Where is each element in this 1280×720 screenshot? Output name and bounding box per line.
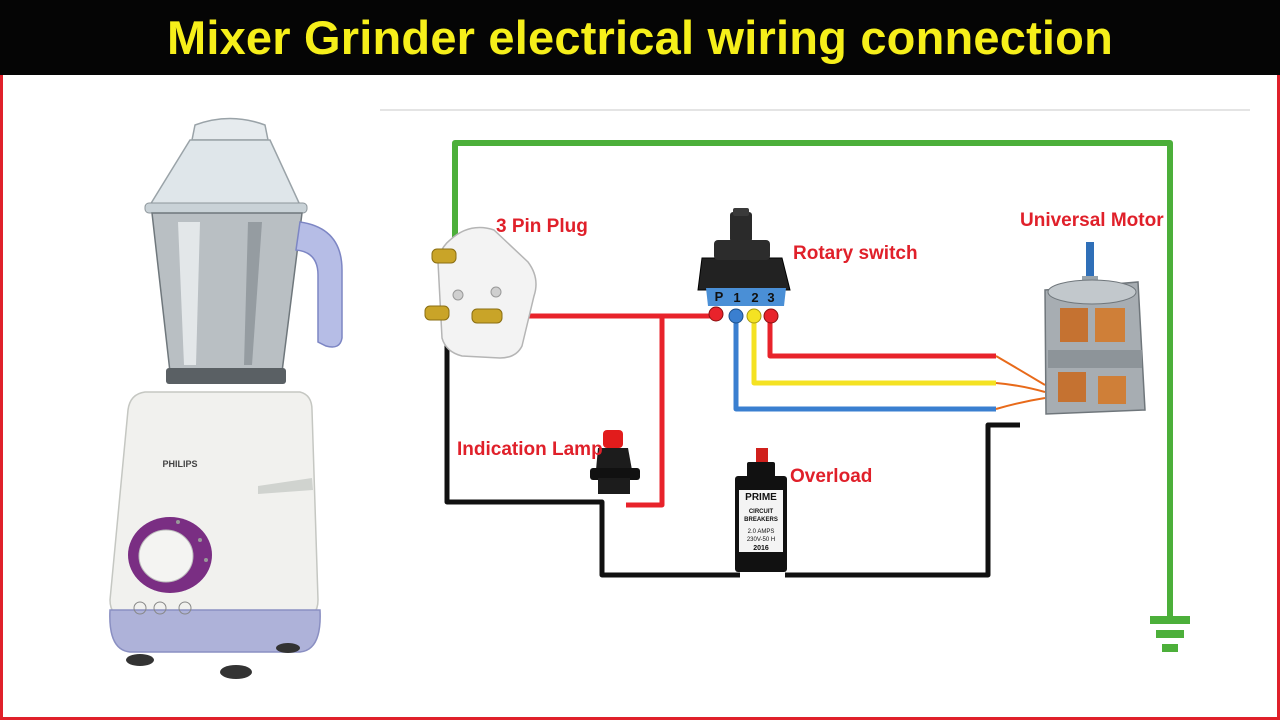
- breaker-brand: PRIME: [745, 492, 777, 503]
- speed-knob: [128, 517, 212, 593]
- switch-terminal-3: 3: [767, 290, 774, 305]
- indication-lamp: [590, 430, 640, 494]
- breaker-line2: BREAKERS: [744, 517, 778, 523]
- universal-motor: [1044, 242, 1146, 415]
- switch-terminal-1: 1: [733, 290, 740, 305]
- ground-symbol: [1150, 616, 1190, 652]
- title-bar: Mixer Grinder electrical wiring connecti…: [0, 0, 1280, 75]
- plug-label: 3 Pin Plug: [496, 216, 588, 237]
- switch2-wire: [751, 316, 996, 386]
- overload-breaker: PRIME CIRCUIT BREAKERS 2.0 AMPS 230V-50 …: [735, 448, 787, 572]
- breaker-voltage: 230V-50 H: [747, 537, 775, 543]
- lamp-label: Indication Lamp: [457, 439, 603, 460]
- mixer-grinder-illustration: PHILIPS: [109, 117, 343, 679]
- breaker-year: 2016: [753, 545, 769, 552]
- overload-label: Overload: [790, 466, 872, 487]
- neutral-wire: [444, 322, 740, 578]
- motor-return-wire: [785, 422, 1020, 578]
- switch3-wire: [767, 316, 996, 359]
- breaker-rating: 2.0 AMPS: [748, 529, 775, 535]
- rotary-switch: P 1 2 3: [697, 208, 791, 324]
- breaker-line1: CIRCUIT: [749, 509, 774, 515]
- three-pin-plug: [424, 226, 537, 359]
- wires: [444, 140, 1173, 618]
- switch-terminal-2: 2: [751, 290, 758, 305]
- earth-wire: [452, 140, 1173, 618]
- motor-label: Universal Motor: [1020, 210, 1164, 231]
- rotary-switch-label: Rotary switch: [793, 243, 918, 264]
- lamp-live-wire: [626, 316, 665, 508]
- switch1-wire: [733, 316, 996, 412]
- brand-label: PHILIPS: [162, 459, 197, 469]
- switch-terminal-p: P: [715, 289, 724, 304]
- page-title: Mixer Grinder electrical wiring connecti…: [166, 11, 1114, 64]
